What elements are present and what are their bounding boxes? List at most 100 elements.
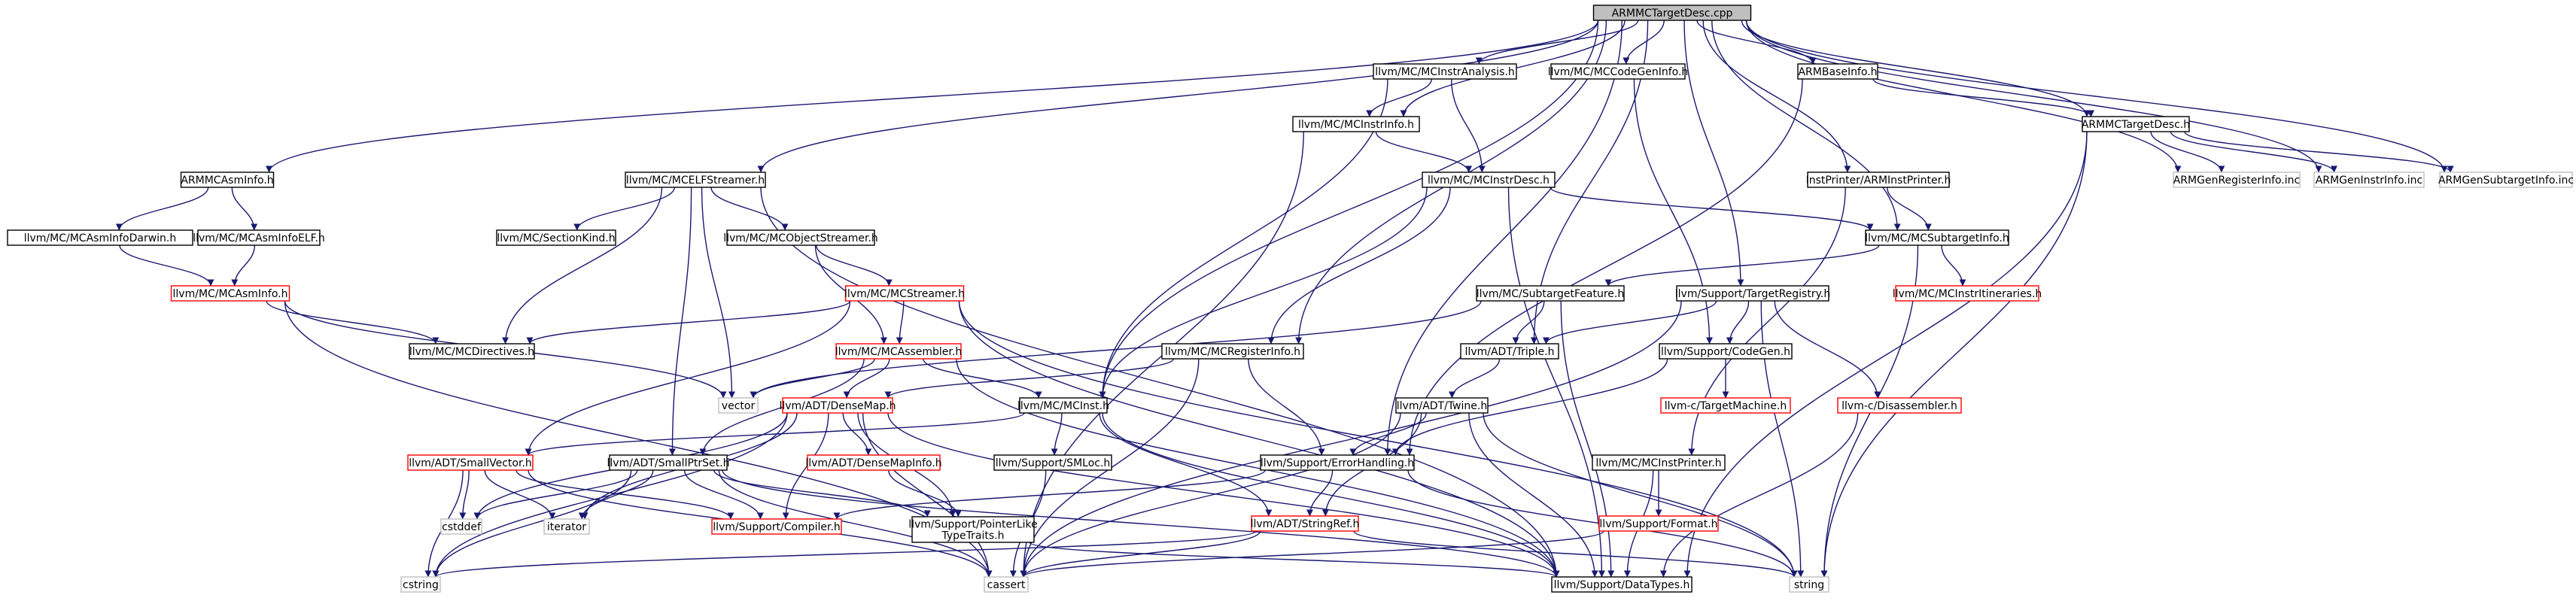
- node-stringref[interactable]: llvm/ADT/StringRef.h: [1251, 515, 1360, 532]
- node-mcelfstreamer[interactable]: llvm/MC/MCELFStreamer.h: [625, 171, 766, 188]
- node-cstring: cstring: [400, 576, 441, 593]
- include-edge-format-to-cassert: [1020, 530, 1604, 578]
- node-label: llvm/Support/Format.h: [1599, 518, 1717, 530]
- node-box: [1161, 343, 1304, 360]
- node-instritineraries[interactable]: llvm/MC/MCInstrItineraries.h: [1893, 285, 2042, 302]
- include-edge-armmcasminfo-to-asminfoelf: [231, 187, 258, 231]
- include-edge-mcinstrdesc-to-mcregisterinfo: [1267, 187, 1451, 345]
- node-mcdirectives[interactable]: llvm/MC/MCDirectives.h: [409, 343, 535, 360]
- include-edge-mcasminfo-to-mcdirectives: [266, 300, 439, 345]
- node-label: llvm/Support/DataTypes.h: [1554, 579, 1690, 591]
- node-instranalysis[interactable]: llvm/MC/MCInstrAnalysis.h: [1373, 63, 1517, 80]
- node-armmcasminfo[interactable]: ARMMCAsmInfo.h: [180, 171, 275, 188]
- node-codegeninfo[interactable]: llvm/MC/MCCodeGenInfo.h: [1548, 63, 1689, 80]
- node-box: [1659, 343, 1793, 360]
- node-label: ARMGenSubtargetInfo.inc: [2438, 175, 2574, 187]
- node-mcinstrinfo[interactable]: llvm/MC/MCInstrInfo.h: [1292, 116, 1420, 132]
- node-densemapinfo[interactable]: llvm/ADT/DenseMapInfo.h: [805, 454, 942, 471]
- node-ctargetmachine[interactable]: llvm-c/TargetMachine.h: [1660, 397, 1791, 414]
- include-edge-mcassembler-to-vector: [750, 358, 875, 399]
- include-edge-root-to-errorhandling: [1384, 20, 1623, 456]
- node-instprinter[interactable]: InstPrinter/ARMInstPrinter.h: [1806, 171, 1951, 188]
- node-format[interactable]: llvm/Support/Format.h: [1598, 515, 1719, 532]
- node-label: llvm/MC/MCInstrItineraries.h: [1893, 288, 2042, 300]
- include-edge-mcregisterinfo-to-errorhandling: [1248, 358, 1325, 456]
- node-box: [1807, 171, 1950, 188]
- node-label: ARMBaseInfo.h: [1798, 66, 1877, 78]
- node-objectstreamer[interactable]: llvm/MC/MCObjectStreamer.h: [723, 229, 878, 246]
- node-box: [197, 229, 321, 246]
- node-box: [1789, 576, 1829, 593]
- include-edge-root-to-subtargetinfo: [1711, 20, 1901, 231]
- node-supportcodegen[interactable]: llvm/Support/CodeGen.h: [1659, 343, 1793, 360]
- node-box: [835, 343, 962, 360]
- node-subtargetinfo[interactable]: llvm/MC/MCSubtargetInfo.h: [1865, 229, 2009, 246]
- include-edge-asminfoelf-to-mcasminfo: [231, 244, 255, 287]
- node-label: cstring: [403, 579, 439, 591]
- node-label: llvm/MC/MCRegisterInfo.h: [1165, 346, 1300, 358]
- include-edge-root-to-mcinst: [1099, 20, 1599, 399]
- node-label: ARMGenInstrInfo.inc: [2316, 175, 2422, 187]
- node-cdisassembler[interactable]: llvm-c/Disassembler.h: [1837, 397, 1962, 414]
- node-mcinst[interactable]: llvm/MC/MCInst.h: [1017, 397, 1109, 414]
- node-gensubtarget: ARMGenSubtargetInfo.inc: [2438, 171, 2574, 188]
- node-box: [625, 171, 766, 188]
- include-edge-stringref-to-cassert: [1020, 530, 1261, 578]
- node-label: ARMMCAsmInfo.h: [181, 175, 273, 187]
- node-root[interactable]: ARMMCTargetDesc.cpp: [1592, 5, 1752, 21]
- include-edge-subtargetfeature-to-datatypes: [1560, 300, 1615, 578]
- include-edge-root-to-mcelfstreamer: [757, 20, 1599, 173]
- node-triple[interactable]: llvm/ADT/Triple.h: [1460, 343, 1559, 360]
- node-targetregistry[interactable]: llvm/Support/TargetRegistry.h: [1675, 285, 1830, 302]
- include-edge-triple-to-twine: [1449, 358, 1501, 399]
- node-armmctargetdesc[interactable]: ARMMCTargetDesc.h: [2082, 116, 2190, 132]
- node-label: llvm/MC/MCInstPrinter.h: [1595, 457, 1721, 469]
- node-label: string: [1794, 579, 1824, 591]
- node-genreginfo: ARMGenRegisterInfo.inc: [2173, 171, 2301, 188]
- node-mcasminfo[interactable]: llvm/MC/MCAsmInfo.h: [170, 285, 290, 302]
- node-errorhandling[interactable]: llvm/Support/ErrorHandling.h: [1260, 454, 1415, 471]
- include-edge-armbaseinfo-to-armmctargetdesc: [1872, 78, 2094, 117]
- include-edge-mcassembler-to-mcinst: [923, 358, 1042, 399]
- include-edge-mcasminfo-to-cassert: [284, 300, 993, 578]
- node-compiler[interactable]: llvm/Support/Compiler.h: [711, 518, 842, 535]
- node-box: [782, 397, 893, 414]
- include-edge-asminfodarwin-to-mcasminfo: [119, 244, 214, 287]
- node-mcregisterinfo[interactable]: llvm/MC/MCRegisterInfo.h: [1161, 343, 1304, 360]
- include-edge-smallptrset-to-cassert: [718, 469, 993, 578]
- include-edge-mcelfstreamer-to-datatypes: [760, 187, 1560, 578]
- node-smallvector[interactable]: llvm/ADT/SmallVector.h: [407, 454, 534, 471]
- node-sectionkind[interactable]: llvm/MC/SectionKind.h: [496, 229, 616, 246]
- node-asminfoelf[interactable]: llvm/MC/MCAsmInfoELF.h: [193, 229, 325, 246]
- node-armbaseinfo[interactable]: ARMBaseInfo.h: [1797, 63, 1878, 80]
- include-edge-targetregistry-to-cassert: [1020, 300, 1682, 578]
- node-subtargetfeature[interactable]: llvm/MC/SubtargetFeature.h: [1476, 285, 1625, 302]
- node-box: [407, 454, 534, 471]
- node-mcstreamer[interactable]: llvm/MC/MCStreamer.h: [844, 285, 965, 302]
- node-label: iterator: [547, 521, 586, 533]
- node-label: llvm/ADT/Twine.h: [1397, 400, 1487, 412]
- node-label: llvm/Support/TargetRegistry.h: [1675, 288, 1830, 300]
- node-mcassembler[interactable]: llvm/MC/MCAssembler.h: [835, 343, 962, 360]
- include-edge-root-to-targetregistry: [1683, 20, 1744, 287]
- node-geninstrinfo: ARMGenInstrInfo.inc: [2313, 171, 2425, 188]
- node-smallptrset[interactable]: llvm/ADT/SmallPtrSet.h: [607, 454, 730, 471]
- node-label: ARMGenRegisterInfo.inc: [2173, 175, 2301, 187]
- node-twine[interactable]: llvm/ADT/Twine.h: [1395, 397, 1489, 414]
- node-smloc[interactable]: llvm/Support/SMLoc.h: [993, 454, 1112, 471]
- node-mcinstprinter[interactable]: llvm/MC/MCInstPrinter.h: [1592, 454, 1726, 471]
- include-edge-smallvector-to-cstddef: [459, 469, 470, 520]
- node-densemap[interactable]: llvm/ADT/DenseMap.h: [779, 397, 896, 414]
- node-label: llvm/MC/MCELFStreamer.h: [626, 175, 765, 187]
- node-mcinstrdesc[interactable]: llvm/MC/MCInstrDesc.h: [1422, 171, 1556, 188]
- node-datatypes[interactable]: llvm/Support/DataTypes.h: [1551, 576, 1692, 593]
- node-box: [718, 397, 759, 414]
- include-edge-stringref-to-cstring: [432, 530, 1257, 578]
- include-edge-densemapinfo-to-pointerlike: [888, 469, 962, 518]
- include-edge-mcelfstreamer-to-smallptrset: [668, 187, 692, 456]
- include-edge-objectstreamer-to-mcstreamer: [816, 244, 893, 287]
- node-string: string: [1789, 576, 1829, 593]
- node-asminfodarwin[interactable]: llvm/MC/MCAsmInfoDarwin.h: [7, 229, 193, 246]
- include-edge-smallptrset-to-compiler: [683, 469, 764, 520]
